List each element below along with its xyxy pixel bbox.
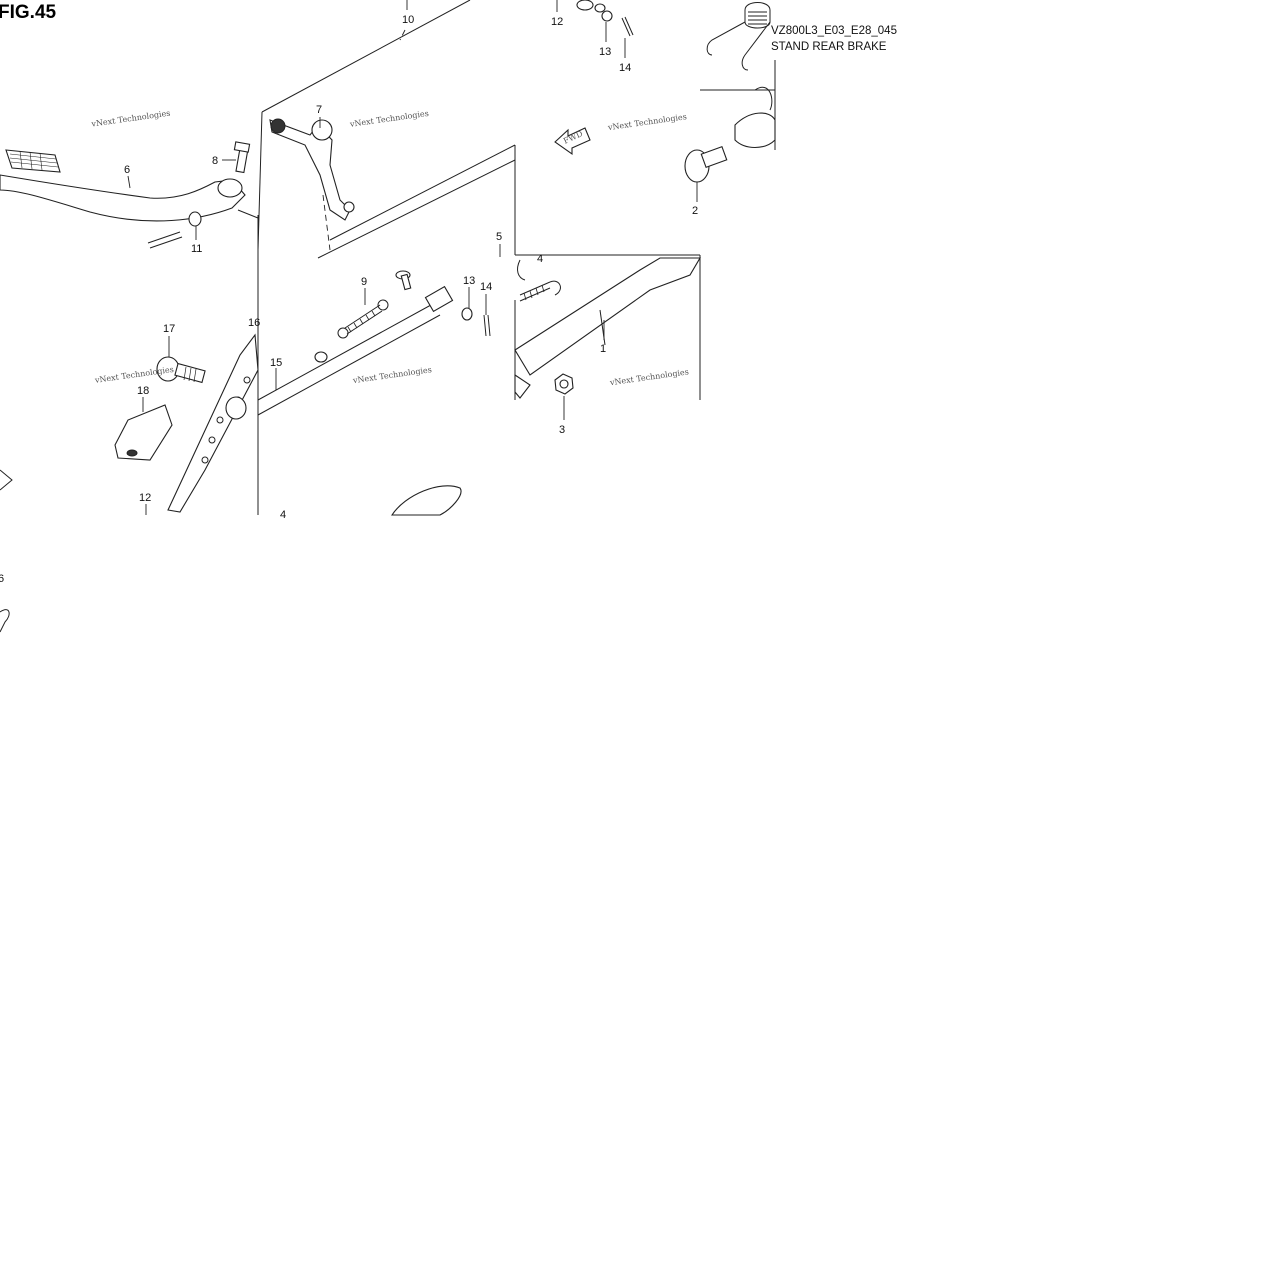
callout-2: 2	[692, 205, 698, 217]
figure-title: FIG.45	[0, 2, 57, 23]
stand-arm-16	[167, 333, 259, 513]
diagram-description: STAND REAR BRAKE	[771, 41, 887, 53]
spring-top	[706, 2, 771, 71]
callout-10: 10	[402, 14, 414, 26]
top-hardware	[576, 0, 634, 37]
spring-9	[337, 299, 389, 339]
brake-lever	[269, 118, 355, 251]
callout-13-mid: 13	[463, 275, 475, 287]
rubber-18	[114, 404, 173, 461]
watermark: vNext Technologies	[351, 365, 432, 385]
bolt-11	[147, 211, 202, 249]
brake-pedal	[0, 149, 259, 222]
pivot-bolt-2	[684, 87, 776, 183]
callout-16: 16	[248, 317, 260, 329]
reference-code: VZ800L3_E03_E28_045	[771, 25, 897, 37]
bolt-8	[233, 141, 251, 174]
nut-3	[554, 373, 574, 395]
callout-9: 9	[361, 276, 367, 288]
callout-6-edge: 6	[0, 573, 4, 585]
callout-12-bottom: 12	[139, 492, 151, 504]
watermark: vNext Technologies	[348, 109, 429, 129]
callout-15: 15	[270, 357, 282, 369]
callout-11: 11	[191, 243, 202, 255]
callout-6: 6	[124, 164, 130, 176]
callout-14-mid: 14	[480, 281, 492, 293]
rod-15	[257, 285, 491, 416]
callout-18: 18	[137, 385, 149, 397]
spring-4-middle	[517, 259, 561, 302]
callout-17: 17	[163, 323, 175, 335]
watermark: vNext Technologies	[93, 365, 174, 385]
callout-12-top: 12	[551, 16, 563, 28]
bolt-17	[156, 356, 206, 384]
pin-10	[395, 270, 412, 291]
foot-plate	[390, 485, 462, 516]
leader-lines	[127, 0, 698, 515]
fwd-arrow-icon: FWD	[554, 127, 591, 156]
callout-5: 5	[496, 231, 502, 243]
callout-4-bottom: 4	[280, 509, 286, 521]
watermark: vNext Technologies	[90, 109, 171, 129]
callout-numbers: 10 12 13 14 7 8 6 11 2 5 9 13 14 4 1 15 …	[0, 14, 698, 585]
watermark: vNext Technologies	[606, 112, 687, 132]
watermark: vNext Technologies	[608, 367, 689, 387]
callout-8: 8	[212, 155, 218, 167]
callout-7: 7	[316, 104, 322, 116]
left-edge-fragments	[0, 469, 13, 633]
callout-13-top: 13	[599, 46, 611, 58]
callout-3: 3	[559, 424, 565, 436]
callout-14-top: 14	[619, 62, 631, 74]
callout-1: 1	[600, 343, 606, 355]
side-stand-1	[514, 257, 701, 399]
callout-4-mid: 4	[537, 253, 543, 265]
